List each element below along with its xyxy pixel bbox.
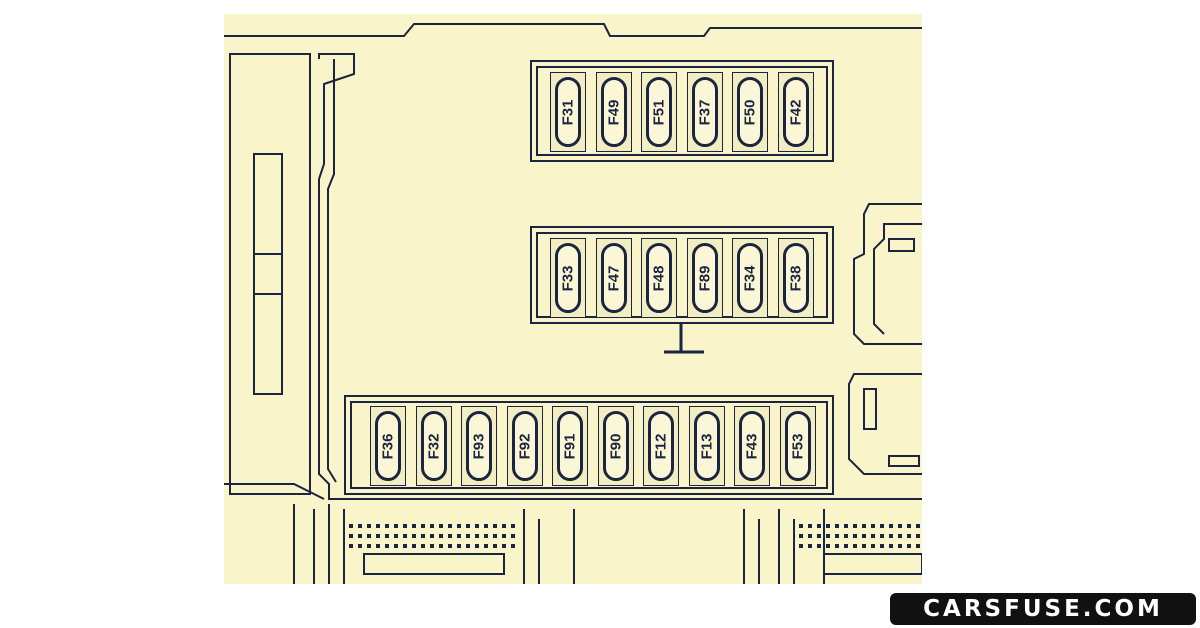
fuse-label: F34 xyxy=(741,265,759,291)
fuse-body: F12 xyxy=(648,411,674,481)
fuse-label: F51 xyxy=(650,99,668,125)
fuse-f42: F42 xyxy=(777,72,814,152)
fuse-label: F90 xyxy=(607,433,625,459)
fuse-body: F93 xyxy=(466,411,492,481)
fuse-body: F92 xyxy=(511,411,538,481)
fuse-label: F37 xyxy=(696,99,714,125)
watermark-text: CARSFUSE.COM xyxy=(923,596,1163,622)
fuse-body: F42 xyxy=(782,77,809,147)
fuse-label: F36 xyxy=(379,433,397,459)
fuse-f33: F33 xyxy=(550,238,586,318)
fuse-label: F13 xyxy=(698,433,716,459)
fuse-body: F89 xyxy=(691,243,718,313)
fuse-f43: F43 xyxy=(734,406,770,486)
fuse-label: F49 xyxy=(605,99,623,125)
fuse-f91: F91 xyxy=(552,406,588,486)
fuse-label: F93 xyxy=(470,433,488,459)
fuse-label: F47 xyxy=(605,265,623,291)
fuse-body: F48 xyxy=(646,243,672,313)
fuse-block-middle xyxy=(530,226,834,324)
fuse-f92: F92 xyxy=(506,406,543,486)
fuse-body: F90 xyxy=(602,411,629,481)
fuse-label: F92 xyxy=(516,433,534,459)
fuse-body: F13 xyxy=(693,411,720,481)
fuse-label: F33 xyxy=(559,265,577,291)
fuse-box-outline xyxy=(224,23,922,584)
fuse-f34: F34 xyxy=(732,238,768,318)
watermark-logo: CARSFUSE.COM xyxy=(890,593,1196,625)
fuse-body: F91 xyxy=(557,411,583,481)
fuse-body: F47 xyxy=(600,243,627,313)
fuse-f48: F48 xyxy=(641,238,677,318)
fuse-label: F91 xyxy=(561,433,579,459)
fuse-f32: F32 xyxy=(415,406,452,486)
fuse-label: F32 xyxy=(425,433,443,459)
fuse-label: F42 xyxy=(787,99,805,125)
fuse-f13: F13 xyxy=(688,406,725,486)
fuse-block-top xyxy=(530,60,834,162)
fuse-f36: F36 xyxy=(370,406,406,486)
fuse-f12: F12 xyxy=(643,406,679,486)
fuse-label: F53 xyxy=(789,433,807,459)
fuse-label: F38 xyxy=(787,265,805,291)
fuse-body: F50 xyxy=(737,77,763,147)
fuse-f53: F53 xyxy=(779,406,816,486)
fuse-label: F48 xyxy=(650,265,668,291)
fuse-f31: F31 xyxy=(550,72,586,152)
fuse-f38: F38 xyxy=(777,238,814,318)
fuse-block-bottom xyxy=(344,395,834,495)
fuse-f37: F37 xyxy=(686,72,723,152)
fuse-body: F43 xyxy=(739,411,765,481)
fuse-label: F89 xyxy=(696,265,714,291)
fuse-body: F33 xyxy=(555,243,581,313)
fuse-f89: F89 xyxy=(686,238,723,318)
fuse-f51: F51 xyxy=(641,72,677,152)
fuse-label: F50 xyxy=(741,99,759,125)
fuse-body: F32 xyxy=(420,411,447,481)
fuse-f47: F47 xyxy=(595,238,632,318)
fuse-f49: F49 xyxy=(595,72,632,152)
fuse-f93: F93 xyxy=(461,406,497,486)
fuse-body: F36 xyxy=(375,411,401,481)
fuse-body: F53 xyxy=(784,411,811,481)
fuse-label: F31 xyxy=(559,99,577,125)
fuse-body: F31 xyxy=(555,77,581,147)
fuse-label: F43 xyxy=(743,433,761,459)
fuse-label: F12 xyxy=(652,433,670,459)
fuse-body: F51 xyxy=(646,77,672,147)
fuse-f50: F50 xyxy=(732,72,768,152)
fuse-f90: F90 xyxy=(597,406,634,486)
fuse-body: F34 xyxy=(737,243,763,313)
fuse-body: F38 xyxy=(782,243,809,313)
fuse-body: F49 xyxy=(600,77,627,147)
fuse-body: F37 xyxy=(691,77,718,147)
